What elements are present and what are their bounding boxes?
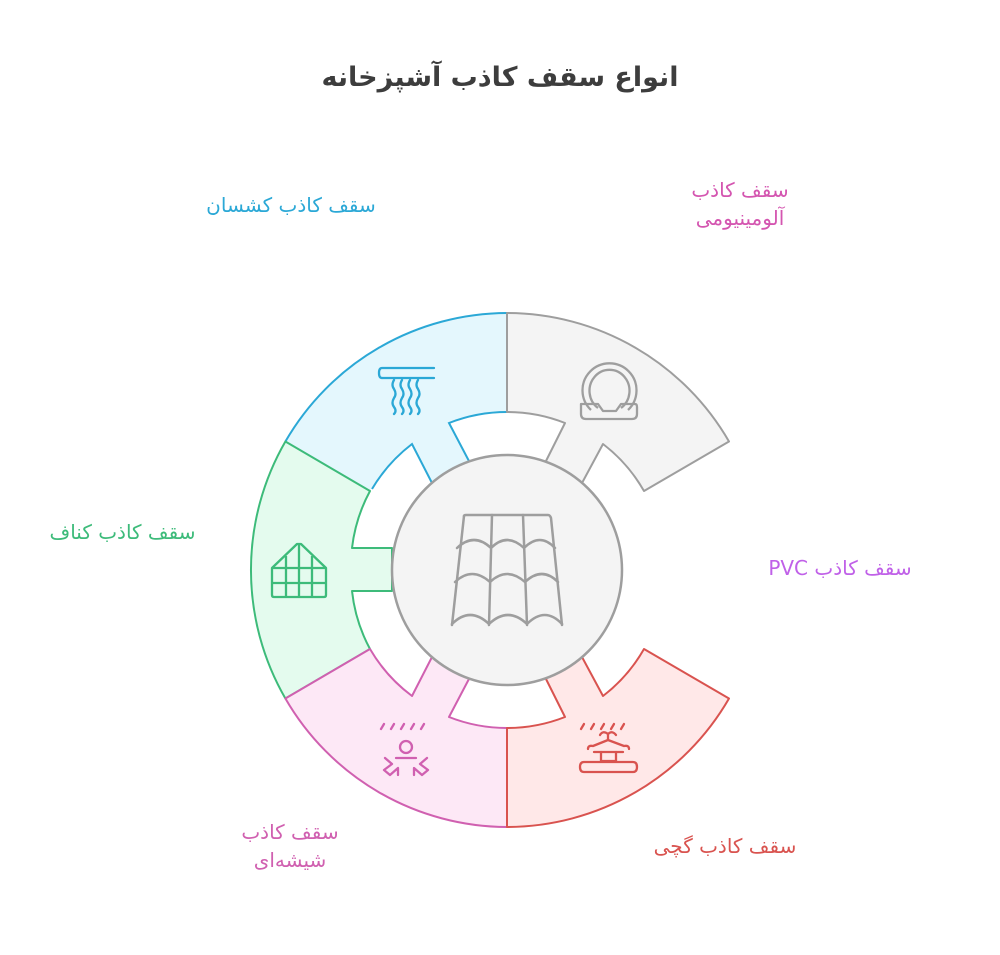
label-stretch: سقف کاذب کشسان <box>176 191 406 219</box>
label-glass-line1: سقف کاذب <box>241 820 339 844</box>
label-knauf: سقف کاذب کناف <box>20 518 225 546</box>
label-gypsum: سقف کاذب گچی <box>625 832 825 860</box>
ceiling-fabric-icon <box>377 366 436 416</box>
segment-aluminium[interactable] <box>506 312 730 492</box>
segment-glass[interactable] <box>284 648 508 828</box>
ring-bell-icon <box>579 362 639 421</box>
segment-knauf[interactable] <box>250 440 393 700</box>
label-aluminium: سقف کاذب آلومینیومی <box>660 176 820 232</box>
label-pvc-text: سقف کاذب PVC <box>768 556 912 580</box>
label-glass: سقف کاذب شیشه‌ای <box>210 818 370 874</box>
segment-stretch[interactable] <box>284 312 508 491</box>
center-hub[interactable] <box>390 453 624 687</box>
fountain-pavilion-icon <box>578 722 639 774</box>
label-glass-line2: شیشه‌ای <box>253 848 327 872</box>
person-under-rain-icon <box>379 722 430 777</box>
label-aluminium-line1: سقف کاذب <box>691 178 789 202</box>
label-stretch-text: سقف کاذب کشسان <box>206 193 376 217</box>
greenhouse-icon <box>270 542 328 599</box>
label-pvc: سقف کاذب PVC <box>740 554 940 582</box>
label-gypsum-text: سقف کاذب گچی <box>653 834 797 858</box>
roof-tiles-icon <box>450 513 564 627</box>
label-aluminium-line2: آلومینیومی <box>695 206 785 230</box>
label-knauf-text: سقف کاذب کناف <box>49 520 196 544</box>
segment-gypsum[interactable] <box>506 648 730 828</box>
page-title: انواع سقف کاذب آشپزخانه <box>321 62 679 93</box>
